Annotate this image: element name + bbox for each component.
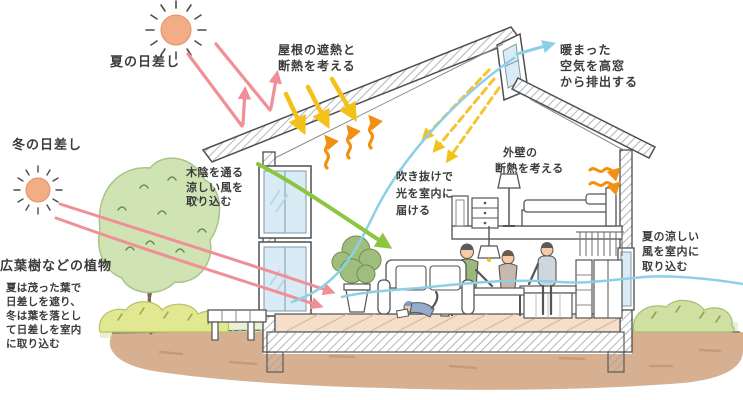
clerestory-window (496, 32, 529, 102)
kitchen-cabinet (575, 259, 623, 319)
soil-texture (158, 348, 722, 370)
house-structure (201, 26, 657, 373)
wind-rise-path (290, 56, 516, 304)
roof-upper-right (510, 77, 657, 159)
winter-sun-icon (13, 165, 63, 215)
kitchen-counter (519, 285, 577, 319)
atrium-label-line1: 吹き抜けで (396, 169, 454, 183)
ceiling-line-right (529, 98, 628, 153)
exhaust-label-line3: から排出する (560, 74, 638, 89)
labels: 夏の日差し 屋根の遮熱と 断熱を考える 暖まった 空気を高窓 から排出する 吹き… (0, 42, 700, 350)
breeze-label-line3: 取り込む (186, 194, 232, 208)
breeze-arrow (256, 162, 393, 249)
exhaust-label-line1: 暖まった (560, 42, 612, 57)
wall-heat-wavy-arrows (588, 167, 621, 196)
winter-sun-rays (13, 165, 63, 215)
stair-railing (576, 231, 624, 256)
atrium-label-line2: 光を室内に (395, 186, 454, 200)
foundation (266, 331, 625, 373)
wind-label-line1: 夏の涼しい (642, 229, 700, 243)
plants-desc-line2: 日差しを遮り、 (6, 295, 81, 308)
ceiling-line-left (274, 43, 504, 159)
wind-exit-arrow (515, 40, 556, 56)
plants-label-title: 広葉樹などの植物 (0, 258, 112, 274)
deciduous-tree (98, 157, 221, 335)
plants-desc-line3: 冬は葉を落とし (6, 309, 82, 322)
reflected-heat-arrow (268, 70, 282, 110)
wind-entry-path (340, 275, 743, 299)
breeze-label-line2: 涼しい風を (186, 180, 244, 194)
atrium-label-line3: 届ける (396, 204, 431, 217)
wind-label-line3: 取り込む (642, 259, 688, 273)
roof-insulation-label-line1: 屋根の遮熱と (278, 42, 356, 57)
summer-sun-label: 夏の日差し (109, 54, 180, 70)
roof-insulation-label-line2: 断熱を考える (278, 58, 356, 73)
bush-right (632, 299, 735, 333)
roof-heat-wavy-arrows (324, 114, 383, 170)
summer-sun-icon (145, 0, 207, 60)
tree-foliage (98, 157, 221, 294)
reflected-heat-arrow (237, 85, 252, 126)
pendant-light (477, 226, 501, 262)
loft-door-frame (451, 195, 469, 227)
window-lower-left (258, 241, 312, 317)
plants-desc-line1: 夏は茂った葉で (5, 281, 82, 294)
plants-desc-line4: て日差しを室内 (6, 323, 82, 336)
window-upper-left (258, 165, 312, 239)
wall-insulation-label-line1: 外壁の (502, 145, 538, 159)
plants-desc-line5: に取り込む (6, 337, 60, 350)
winter-sunlight-arrows (54, 202, 336, 310)
breeze-label-line1: 木陰を通る (185, 165, 244, 179)
summer-sunlight-arrows (186, 42, 282, 128)
child-on-floor (395, 290, 439, 319)
solar-heat-arrows (283, 76, 357, 136)
tree-foliage-texture (117, 176, 207, 253)
floor-lamp (497, 173, 521, 227)
bush-left-texture (117, 307, 213, 325)
dresser (471, 197, 499, 229)
winter-sun-label: 冬の日差し (12, 137, 82, 153)
summer-sun-rays (145, 0, 207, 60)
wind-flow (290, 40, 743, 304)
wind-label-line2: 風を室内に (642, 244, 700, 258)
wood-deck (207, 309, 267, 341)
floor-planks (284, 314, 620, 332)
exhaust-label-line2: 空気を高窓 (560, 58, 625, 73)
wall-insulation-label-line2: 断熱を考える (495, 161, 564, 175)
first-floor (274, 313, 621, 333)
